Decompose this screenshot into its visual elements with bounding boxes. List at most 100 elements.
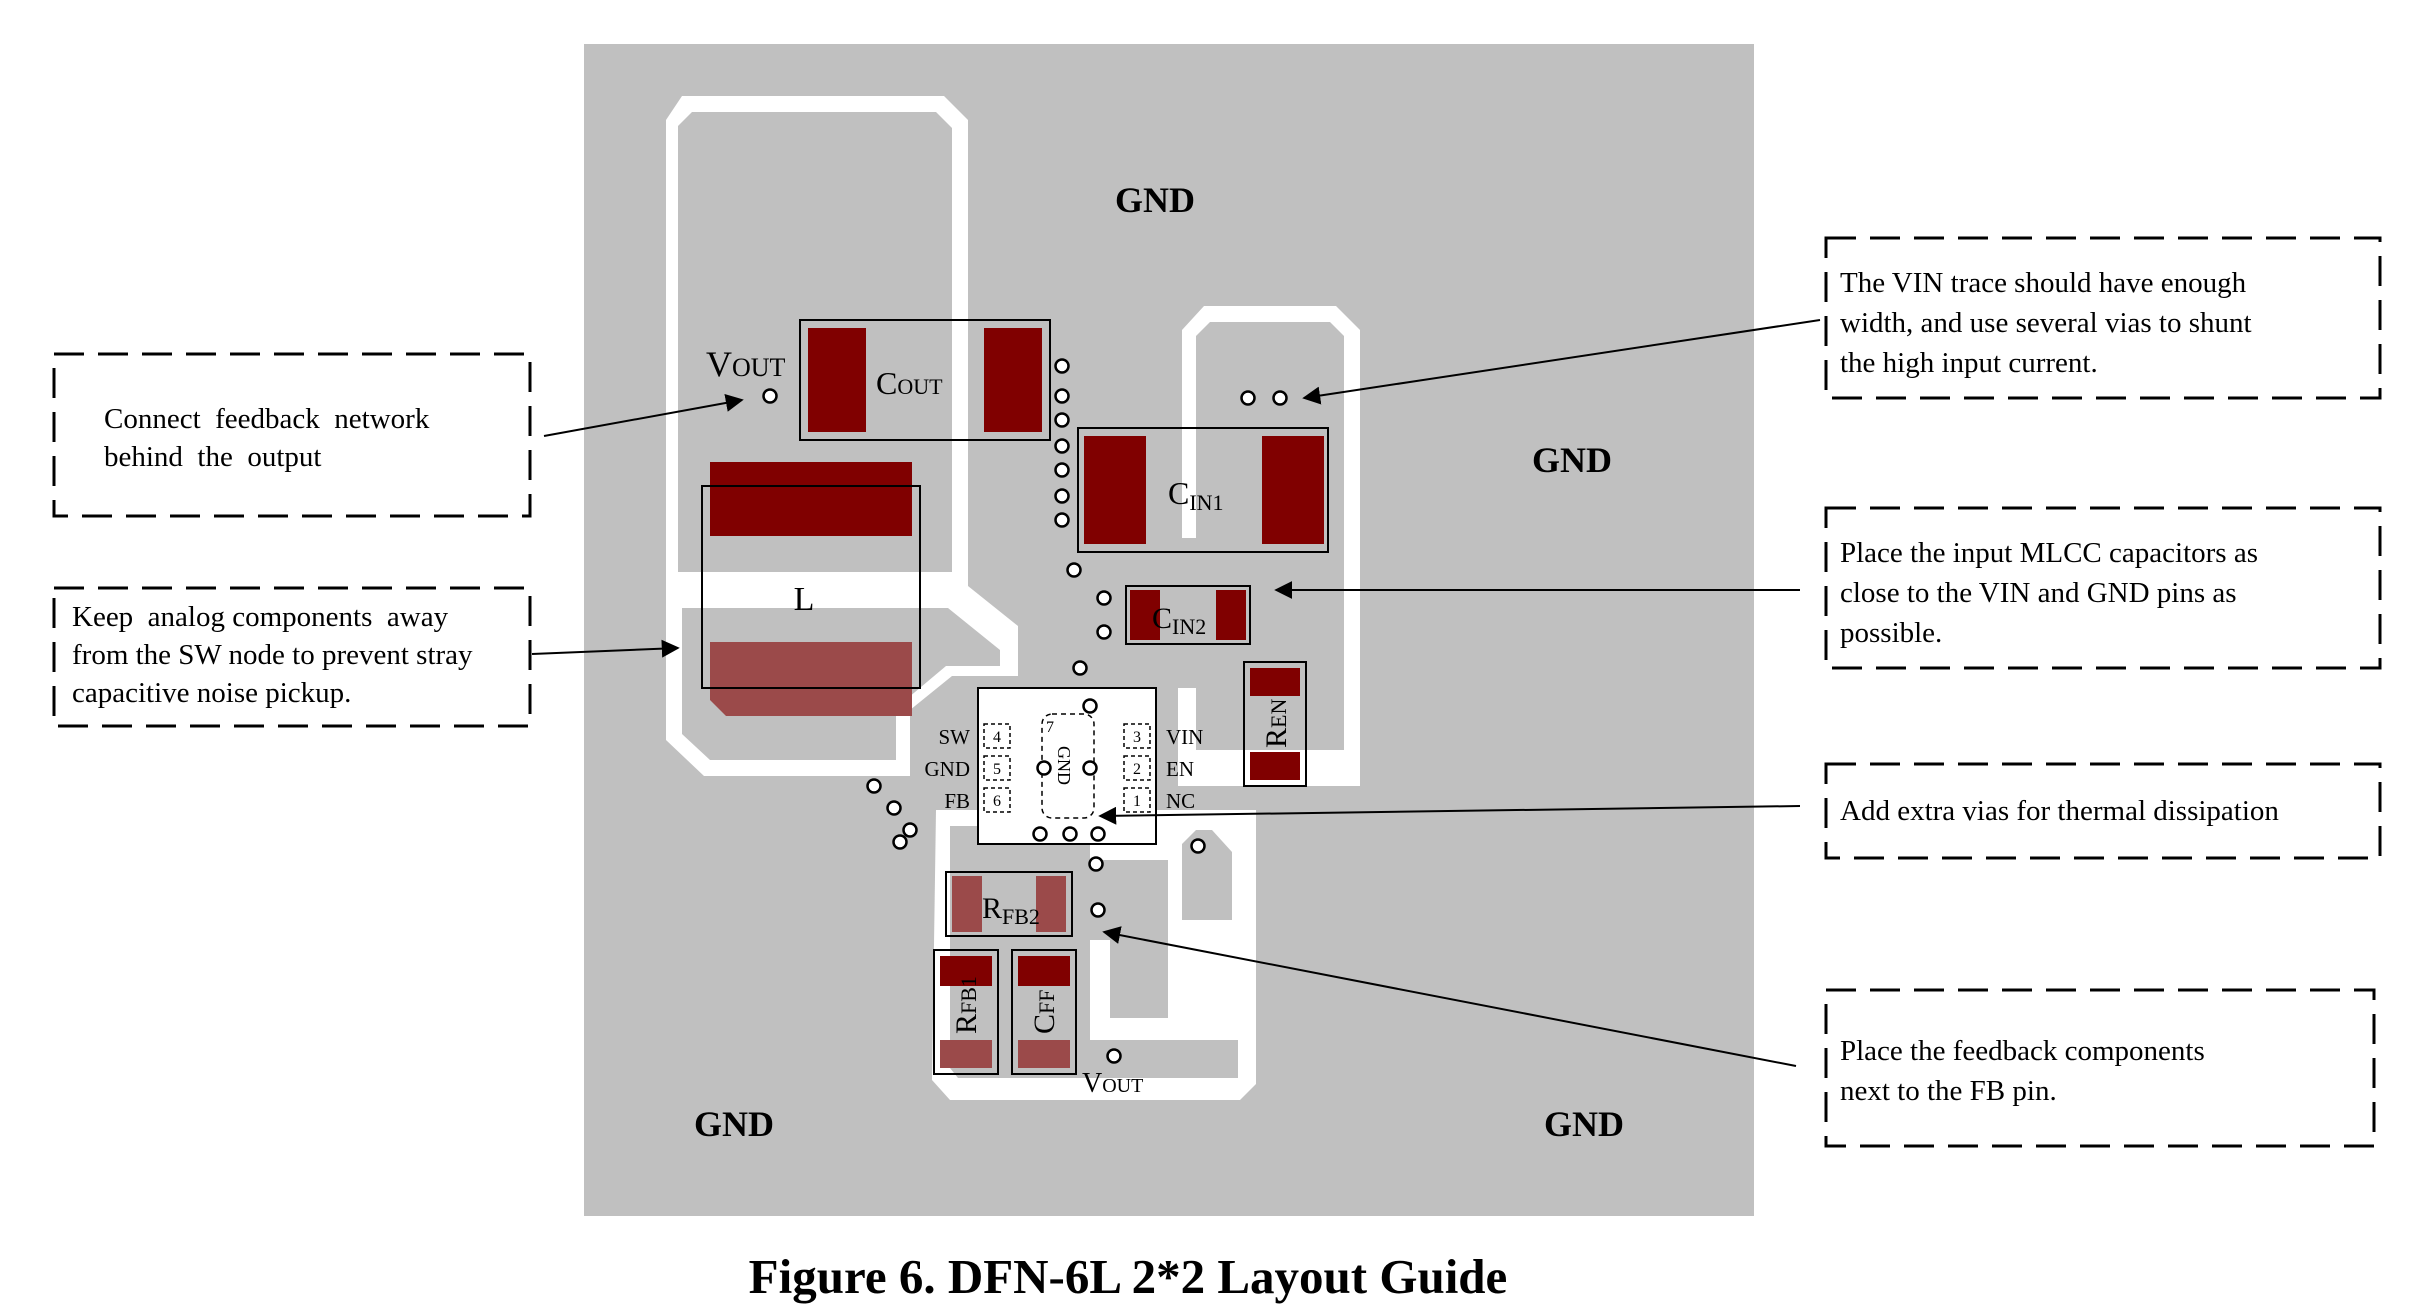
pin-name-en: EN <box>1166 757 1194 781</box>
via-21 <box>1032 826 1048 842</box>
pin-number-3: 3 <box>1133 729 1141 746</box>
ren-label: REN <box>1260 699 1293 748</box>
rfb1-outline <box>933 949 999 1075</box>
cout-pad-left <box>808 328 866 432</box>
pin-number-2: 2 <box>1133 761 1141 778</box>
note-box-feedback-behind-output <box>52 352 532 518</box>
vout-label-top: VOUT <box>706 344 786 384</box>
note-box-analog-away-sw <box>52 586 532 728</box>
via-27 <box>1106 1048 1122 1064</box>
cff-outline <box>1011 949 1077 1075</box>
rfb1-label: RFB1 <box>950 976 983 1034</box>
cout-pad-right <box>984 328 1042 432</box>
via-14 <box>1082 698 1098 714</box>
pin-name-vin: VIN <box>1166 725 1203 749</box>
cout-label: COUT <box>876 365 943 401</box>
inductor-label: L <box>794 581 815 618</box>
note-feedback-behind-output-line1: Connect feedback network <box>104 403 430 435</box>
ren-outline <box>1243 661 1307 787</box>
cin2-pad-left <box>1130 590 1160 640</box>
cin2-outline <box>1125 585 1251 645</box>
pin-name-fb: FB <box>944 789 970 813</box>
exposed-pad-number: 7 <box>1046 719 1054 736</box>
arrow-feedback-components <box>1102 926 1797 1067</box>
note-box-thermal-vias <box>1824 762 2382 860</box>
rfb1-pad-top <box>940 956 992 986</box>
figure-caption: Figure 6. DFN-6L 2*2 Layout Guide <box>748 1249 1508 1304</box>
via-0 <box>762 388 778 404</box>
cout-outline <box>799 319 1051 441</box>
note-box-vin-trace <box>1824 236 2382 400</box>
pin-number-1: 1 <box>1133 793 1141 810</box>
inductor-pad-top <box>710 462 912 536</box>
via-1 <box>1054 358 1070 374</box>
via-26 <box>1190 838 1206 854</box>
via-13 <box>1072 660 1088 676</box>
arrow-analog-away-sw <box>531 639 680 658</box>
note-feedback-components-line2: next to the FB pin. <box>1840 1075 2057 1107</box>
ren-pad-bottom <box>1250 752 1300 780</box>
gnd-label-bottom-left: GND <box>694 1104 774 1144</box>
rfb2-label: RFB2 <box>982 892 1040 929</box>
ren-pad-top <box>1250 668 1300 696</box>
rfb2-outline <box>945 871 1073 937</box>
via-4 <box>1054 438 1070 454</box>
inductor-pad-bottom <box>710 642 912 716</box>
via-11 <box>1096 590 1112 606</box>
via-6 <box>1054 488 1070 504</box>
vout-label-bottom: VOUT <box>1082 1068 1143 1099</box>
rfb2-pad-left <box>952 876 982 932</box>
gnd-label-bottom-right: GND <box>1544 1104 1624 1144</box>
note-vin-trace-line1: The VIN trace should have enough <box>1840 267 2247 299</box>
rfb1-pad-bottom <box>940 1040 992 1068</box>
note-vin-trace-line3: the high input current. <box>1840 347 2098 379</box>
gnd-label-right: GND <box>1532 440 1612 480</box>
rfb2-pad-right <box>1036 876 1066 932</box>
arrow-vin-trace <box>1302 319 1821 405</box>
via-3 <box>1054 412 1070 428</box>
via-10 <box>1066 562 1082 578</box>
note-analog-away-sw-line1: Keep analog components away <box>72 601 449 633</box>
note-analog-away-sw-line3: capacitive noise pickup. <box>72 677 351 709</box>
via-25 <box>1090 902 1106 918</box>
ic-pin-labels: SW GND FB VIN EN NC <box>925 725 1204 813</box>
pin-pad-2 <box>1123 755 1151 781</box>
arrow-thermal-vias <box>1098 805 1801 825</box>
cin1-pad-right <box>1262 436 1324 544</box>
inductor-outline <box>701 485 921 689</box>
via-19 <box>1036 760 1052 776</box>
via-20 <box>1082 760 1098 776</box>
ic-gnd-label: GND <box>1054 746 1074 785</box>
via-5 <box>1054 462 1070 478</box>
gnd-label-top: GND <box>1115 180 1195 220</box>
feedback-copper <box>950 826 1238 1078</box>
pin-number-4: 4 <box>993 729 1001 746</box>
via-22 <box>1062 826 1078 842</box>
cin2-label: CIN2 <box>1152 602 1206 639</box>
note-input-mlcc-line1: Place the input MLCC capacitors as <box>1840 537 2258 569</box>
note-box-feedback-components <box>1824 988 2376 1148</box>
via-8 <box>1240 390 1256 406</box>
via-7 <box>1054 512 1070 528</box>
via-12 <box>1096 624 1112 640</box>
note-thermal-vias-line1: Add extra vias for thermal dissipation <box>1840 795 2279 827</box>
cin1-outline <box>1077 427 1329 553</box>
cff-pad-top <box>1018 956 1070 986</box>
pin-pad-3 <box>1123 723 1151 749</box>
pin-name-sw: SW <box>939 725 971 749</box>
cin1-label: CIN1 <box>1168 475 1224 515</box>
pin-number-6: 6 <box>993 793 1001 810</box>
pin-name-nc: NC <box>1166 789 1195 813</box>
cff-pad-bottom <box>1018 1040 1070 1068</box>
via-9 <box>1272 390 1288 406</box>
cff-label: CFF <box>1028 990 1061 1035</box>
note-box-input-mlcc <box>1824 506 2382 670</box>
arrow-feedback-behind-output <box>543 394 744 437</box>
note-vin-trace-line2: width, and use several vias to shunt <box>1840 307 2252 339</box>
pin-pad-5 <box>983 755 1011 781</box>
note-analog-away-sw-line2: from the SW node to prevent stray <box>72 639 473 671</box>
via-16 <box>886 800 902 816</box>
via-24 <box>1088 856 1104 872</box>
